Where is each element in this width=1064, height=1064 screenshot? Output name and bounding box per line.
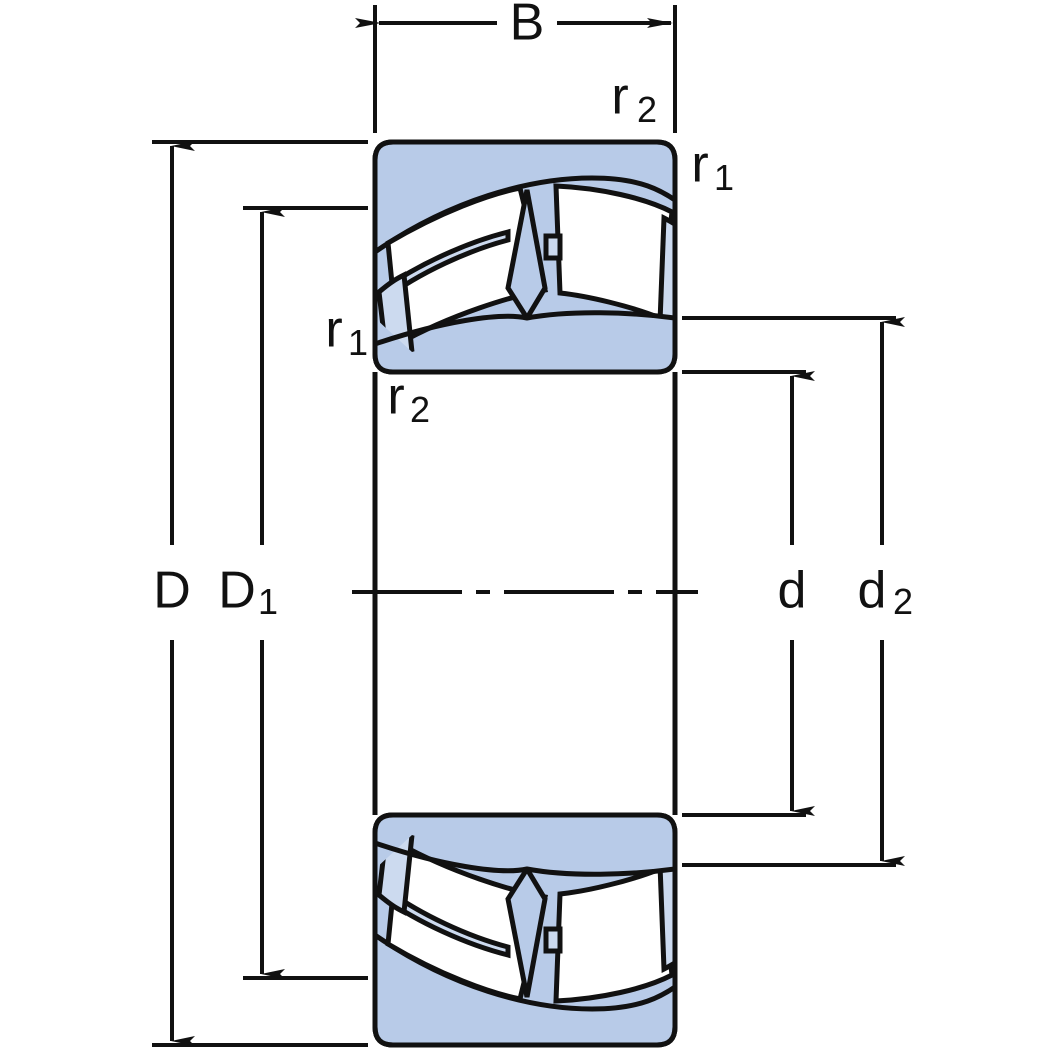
lower-ring-outline	[372, 812, 678, 1048]
label-r2-left: r	[387, 368, 404, 426]
chamfer-callout-r1-right: r 1	[691, 136, 734, 198]
dimension-d-bore: d	[682, 370, 815, 817]
chamfer-callout-r2-left: r 2	[387, 368, 430, 430]
lower-cage-rail-right	[657, 853, 675, 973]
label-r2-left-subscript: 2	[410, 389, 430, 430]
upper-inner-ring-band	[375, 318, 675, 372]
label-r1-left-subscript: 1	[348, 322, 368, 363]
dimension-d2-inner-race: d 2	[682, 316, 913, 867]
lower-bearing-half	[372, 812, 678, 1048]
dimension-d-outer: D	[152, 140, 368, 1047]
upper-inner-ring-band-line	[375, 310, 675, 347]
label-r1-right-subscript: 1	[714, 157, 734, 198]
lower-inner-ring-band	[375, 815, 675, 869]
label-d1-subscript: 1	[258, 581, 278, 622]
label-d-bore: d	[778, 562, 807, 620]
upper-bearing-half	[372, 139, 678, 375]
upper-ring-outline	[372, 139, 678, 375]
chamfer-callout-r2-top: r 2	[611, 68, 657, 130]
upper-cage-bar-right	[543, 233, 563, 261]
label-d2-subscript: 2	[893, 581, 913, 622]
label-r2-top: r	[611, 68, 628, 126]
label-d2-inner-race: d	[858, 562, 887, 620]
chamfer-callout-r1-left: r 1	[325, 301, 368, 363]
upper-cage-rail-right	[657, 214, 675, 334]
dimension-d1-outer-race: D 1	[218, 206, 368, 980]
label-r1-right: r	[691, 136, 708, 194]
lower-inner-ring-band-line	[375, 840, 675, 877]
lower-cage-bar-right	[543, 926, 563, 954]
label-d1-outer-race: D	[218, 562, 256, 620]
lower-cage-bar	[375, 883, 511, 959]
label-d-outer: D	[153, 562, 191, 620]
label-r1-left: r	[325, 301, 342, 359]
label-b: B	[510, 0, 545, 52]
dimension-b: B	[355, 0, 677, 133]
label-r2-top-subscript: 2	[637, 89, 657, 130]
upper-cage-bar	[375, 228, 511, 304]
